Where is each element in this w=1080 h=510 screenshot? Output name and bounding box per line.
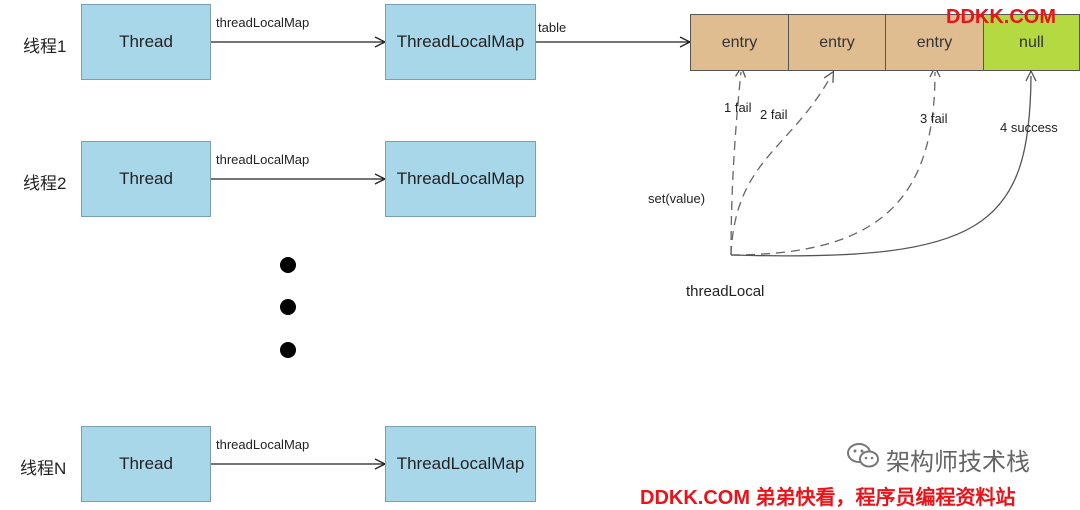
thread-local-map-box-1: ThreadLocalMap xyxy=(385,4,536,80)
wechat-watermark: 架构师技术栈 xyxy=(846,442,1030,477)
thread-box-2: Thread xyxy=(81,141,211,217)
row-label-1: 线程1 xyxy=(23,37,67,56)
row-label-2: 线程2 xyxy=(23,174,67,193)
thread-local-label: threadLocal xyxy=(686,283,765,300)
thread-box-1: Thread xyxy=(81,4,211,80)
ellipsis-dot xyxy=(280,257,296,273)
ellipsis-dot xyxy=(280,342,296,358)
table-cell-1: entry xyxy=(690,14,789,71)
attempt-3-label: 3 fail xyxy=(920,111,948,126)
watermark-top: DDKK.COM xyxy=(946,6,1056,28)
ellipsis-dot xyxy=(280,299,296,315)
row-label-n: 线程N xyxy=(20,459,67,478)
watermark-bottom: DDKK.COM 弟弟快看，程序员编程资料站 xyxy=(640,487,1016,509)
wechat-account-name: 架构师技术栈 xyxy=(886,449,1030,476)
attempt-2-label: 2 fail xyxy=(760,107,788,122)
set-value-label: set(value) xyxy=(648,191,706,206)
table-label: table xyxy=(538,20,567,35)
attempt-3-curve xyxy=(730,72,935,256)
edge-label-n: threadLocalMap xyxy=(216,437,310,452)
thread-local-map-box-n: ThreadLocalMap xyxy=(385,426,536,502)
thread-local-map-box-2: ThreadLocalMap xyxy=(385,141,536,217)
table-cell-null: null xyxy=(983,14,1080,71)
thread-box-n: Thread xyxy=(81,426,211,502)
edge-label-2: threadLocalMap xyxy=(216,152,310,167)
attempt-4-label: 4 success xyxy=(1000,120,1058,135)
attempt-2-curve xyxy=(730,76,831,256)
attempt-1-curve xyxy=(730,72,741,256)
attempt-4-curve xyxy=(730,76,1031,257)
table-cell-2: entry xyxy=(788,14,886,71)
edge-label-1: threadLocalMap xyxy=(216,15,310,30)
wechat-icon xyxy=(846,442,880,477)
attempt-1-label: 1 fail xyxy=(724,100,752,115)
